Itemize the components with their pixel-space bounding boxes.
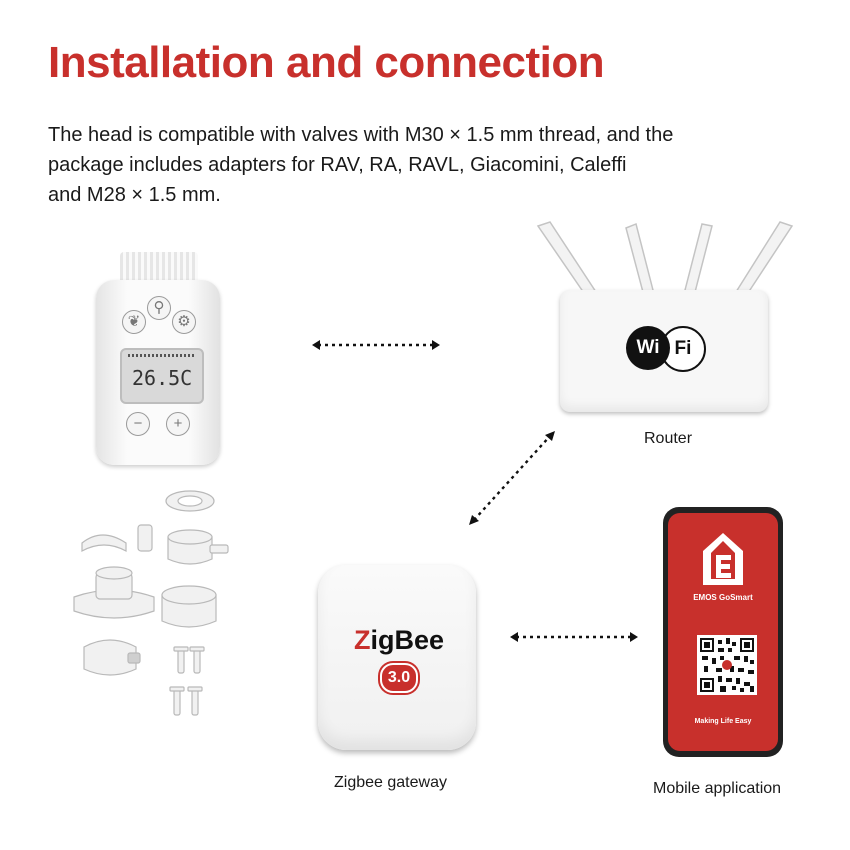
screw (193, 648, 201, 674)
connection-gateway-phone (510, 632, 638, 642)
phone-caption: Mobile application (653, 780, 782, 797)
screw (177, 648, 185, 674)
intro-text: The head is compatible with valves with … (48, 120, 808, 210)
zigbee-version-badge: 3.0 (380, 663, 418, 693)
house-icon (703, 533, 743, 585)
zigbee-gateway-image: ZigBee 3.0 (318, 565, 476, 750)
thermostat-head: ❦ ⚲ ⚙ 26.5C − + (90, 250, 230, 470)
qr-code-icon (697, 635, 757, 695)
display-temperature: 26.5C (132, 366, 193, 390)
gateway-caption: Zigbee gateway (334, 774, 447, 791)
adapter-sleeve (137, 524, 153, 552)
router-antenna (625, 222, 655, 297)
router-antenna (734, 221, 794, 297)
adapter-nut (167, 536, 213, 565)
app-slogan: Making Life Easy (694, 718, 752, 725)
adapter-clamp (83, 639, 137, 676)
adapter-parts (70, 485, 240, 725)
zigbee-logo-first: Z (354, 625, 371, 655)
connection-router-gateway (469, 431, 555, 525)
display-scale (128, 354, 194, 357)
phone-screen: EMOS GoSmart Making Life (668, 513, 778, 751)
zigbee-logo-rest: igBee (370, 625, 445, 655)
leaf-icon: ❦ (122, 310, 146, 334)
intro-line: and M28 × 1.5 mm. (48, 184, 221, 206)
app-name: EMOS GoSmart (693, 593, 753, 602)
page-title: Installation and connection (48, 38, 605, 87)
thermostat-knob (120, 252, 198, 284)
tool-icon: ⚲ (147, 296, 171, 320)
intro-line: package includes adapters for RAV, RA, R… (48, 154, 627, 176)
thermostat-display: 26.5C (120, 348, 204, 404)
screw (191, 688, 199, 716)
phone-image: EMOS GoSmart Making Life (663, 507, 783, 757)
connection-thermostat-router (312, 340, 440, 350)
thermostat-body: ❦ ⚲ ⚙ 26.5C − + (96, 280, 220, 465)
zigbee-logo: ZigBee (354, 625, 444, 656)
screw (173, 688, 181, 716)
router-image: Fi Wi (530, 220, 800, 420)
intro-line: The head is compatible with valves with … (48, 124, 674, 146)
router-caption: Router (644, 430, 693, 447)
gear-icon: ⚙ (172, 310, 196, 334)
minus-icon: − (126, 412, 150, 436)
router-antenna (536, 221, 598, 297)
plus-icon: + (166, 412, 190, 436)
wifi-wi-text: Wi (626, 326, 670, 370)
adapter-clip (81, 534, 127, 553)
router-antenna (683, 223, 713, 297)
